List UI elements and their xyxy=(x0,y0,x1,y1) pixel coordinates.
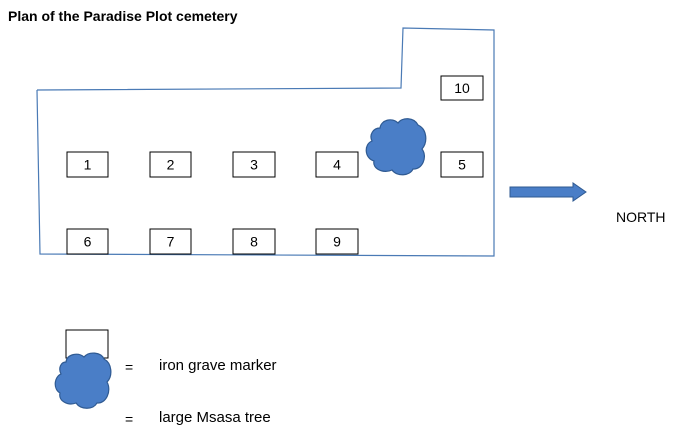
grave-label: 4 xyxy=(333,157,341,173)
legend-marker-icon xyxy=(65,329,109,359)
grave-label: 1 xyxy=(84,157,92,173)
grave-marker-10: 10 xyxy=(440,75,484,101)
plot-boundary xyxy=(36,27,495,257)
grave-marker-5: 5 xyxy=(440,151,484,178)
grave-label: 7 xyxy=(167,234,175,250)
grave-marker-4: 4 xyxy=(315,151,359,178)
north-arrow-icon xyxy=(509,182,587,202)
msasa-tree-icon xyxy=(365,118,427,176)
legend-tree-equals: = xyxy=(125,411,134,427)
legend-tree-text: large Msasa tree xyxy=(159,409,271,426)
diagram-title: Plan of the Paradise Plot cemetery xyxy=(8,8,238,24)
grave-label: 3 xyxy=(250,157,258,173)
grave-marker-9: 9 xyxy=(315,228,359,255)
grave-label: 8 xyxy=(250,234,258,250)
grave-label: 9 xyxy=(333,234,341,250)
grave-marker-6: 6 xyxy=(66,228,109,255)
grave-marker-1: 1 xyxy=(66,151,109,178)
legend-marker-text: iron grave marker xyxy=(159,357,277,374)
grave-marker-7: 7 xyxy=(149,228,192,255)
grave-label: 2 xyxy=(167,157,175,173)
grave-label: 10 xyxy=(454,80,470,96)
legend-tree-icon xyxy=(54,352,112,409)
grave-marker-2: 2 xyxy=(149,151,192,178)
legend-marker-equals: = xyxy=(125,359,134,375)
grave-label: 6 xyxy=(84,234,92,250)
north-label: NORTH xyxy=(616,209,666,225)
grave-label: 5 xyxy=(458,157,466,173)
grave-marker-8: 8 xyxy=(232,228,276,255)
grave-marker-3: 3 xyxy=(232,151,276,178)
